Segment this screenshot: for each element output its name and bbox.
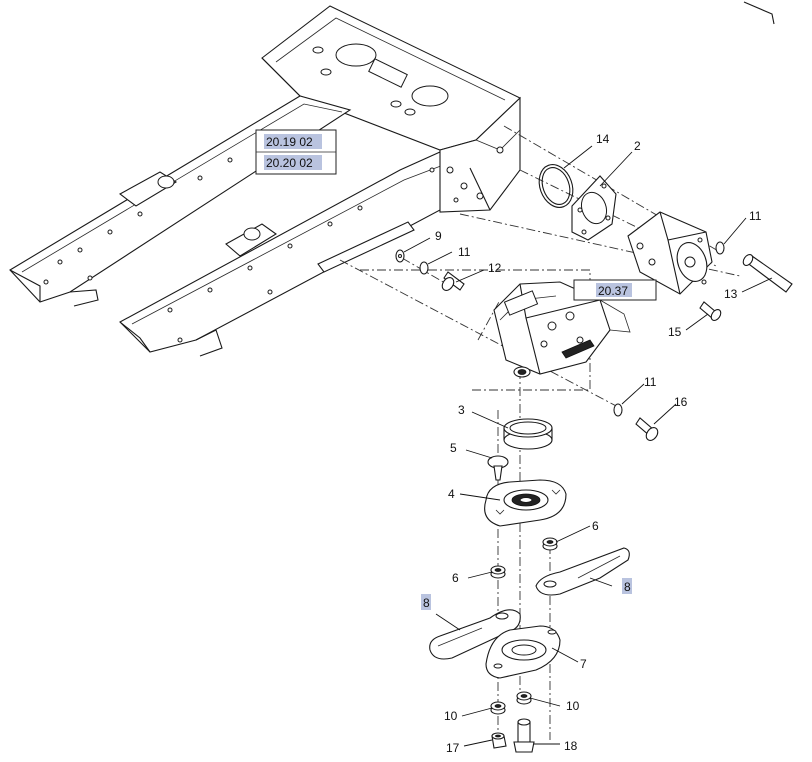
callout-5: 5 <box>450 441 457 455</box>
gasket <box>571 175 617 241</box>
reference-8-right[interactable]: 8 <box>624 580 631 594</box>
washer-11-a <box>715 241 725 255</box>
callout-16: 16 <box>674 395 688 409</box>
key <box>487 455 509 481</box>
reference-blade-left: 8 <box>421 594 431 610</box>
hydraulic-motor <box>627 211 713 295</box>
washer-11-c <box>613 403 623 417</box>
bolt-15 <box>699 301 722 321</box>
bolt-18 <box>513 718 535 753</box>
callout-labels: 14 2 11 9 11 12 13 15 11 16 3 5 4 6 6 7 … <box>435 132 762 755</box>
bolt-13 <box>742 254 793 293</box>
callout-14: 14 <box>596 132 610 146</box>
corner-mark <box>743 1 775 25</box>
callout-11-b: 11 <box>458 245 471 259</box>
reference-20-19-02[interactable]: 20.19 02 <box>266 135 313 149</box>
callout-10-a: 10 <box>444 709 458 723</box>
o-ring <box>538 164 574 208</box>
callout-3: 3 <box>458 403 465 417</box>
callout-6-a: 6 <box>592 519 599 533</box>
reference-blade-right: 8 <box>622 578 632 594</box>
callout-2: 2 <box>634 139 641 153</box>
washer-9 <box>395 249 405 263</box>
bolt-12 <box>441 271 465 291</box>
washer-10-right <box>516 691 532 705</box>
reference-20-20-02[interactable]: 20.20 02 <box>266 156 313 170</box>
reference-box-motor: 20.37 <box>573 279 657 301</box>
blade-left <box>429 609 521 660</box>
gearbox <box>493 281 631 378</box>
washer-11-b <box>419 261 429 275</box>
callout-13: 13 <box>724 287 738 301</box>
washer-6-left <box>490 565 506 579</box>
seal-ring <box>503 418 553 450</box>
callout-17: 17 <box>446 741 460 755</box>
bolt-16 <box>635 417 659 441</box>
leader-lines <box>403 145 773 747</box>
callout-11-a: 11 <box>749 209 762 223</box>
nut <box>491 732 507 749</box>
callout-9: 9 <box>435 229 442 243</box>
washer-6-right <box>542 537 558 551</box>
callout-7: 7 <box>580 657 587 671</box>
callout-4: 4 <box>448 487 455 501</box>
callout-15: 15 <box>668 325 682 339</box>
callout-18: 18 <box>564 739 578 753</box>
lower-hub <box>485 625 561 679</box>
chassis-frame <box>9 5 521 357</box>
reference-20-37[interactable]: 20.37 <box>598 284 628 298</box>
flange-hub <box>484 479 567 527</box>
reference-box-group: 20.19 02 20.20 02 <box>255 129 337 175</box>
callout-6-b: 6 <box>452 571 459 585</box>
blade-right <box>535 547 630 596</box>
callout-10-b: 10 <box>566 699 580 713</box>
washer-10-left <box>490 701 506 715</box>
callout-11-c: 11 <box>644 375 657 389</box>
reference-8-left[interactable]: 8 <box>423 596 430 610</box>
callout-12: 12 <box>488 261 502 275</box>
